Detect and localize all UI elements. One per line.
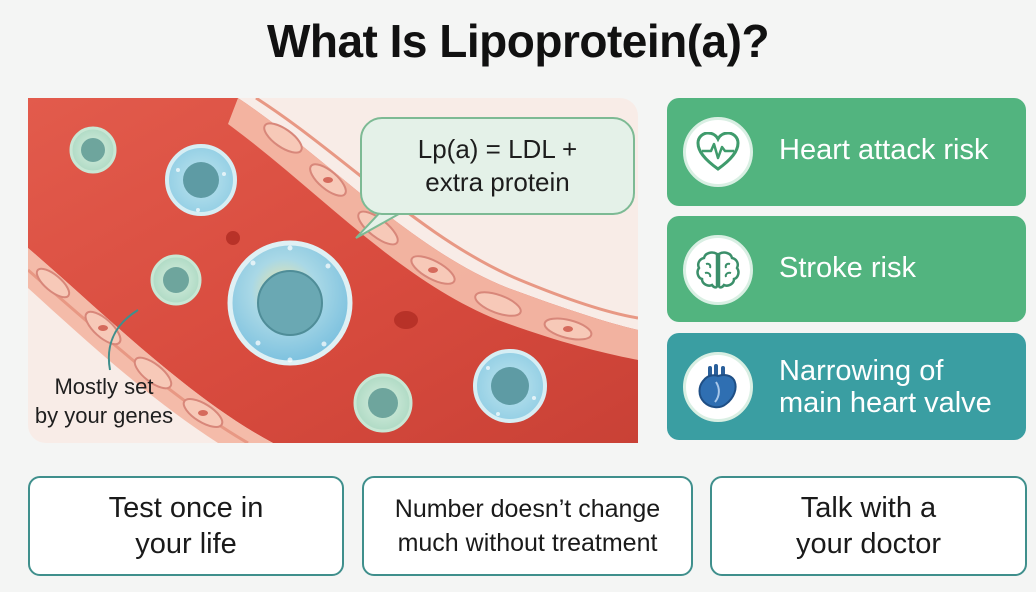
risk-card-valve: Narrowing of main heart valve <box>667 333 1026 440</box>
tip-box-number-stable: Number doesn’t change much without treat… <box>362 476 693 576</box>
tip-line-1: Talk with a <box>800 492 937 524</box>
genes-label: Mostly set by your genes <box>24 372 184 430</box>
lipoprotein-particle-green <box>150 254 202 306</box>
risk-text-line-1: Stroke risk <box>779 252 916 284</box>
lipoprotein-particle-large <box>227 240 353 366</box>
risk-text-line-1: Heart attack risk <box>779 134 989 166</box>
tip-line-2: your life <box>135 528 237 560</box>
tip-box-test-once: Test once in your life <box>28 476 344 576</box>
tip-box-talk-doctor: Talk with a your doctor <box>710 476 1027 576</box>
lipoprotein-particle-small-green <box>69 126 117 174</box>
lipoprotein-particle-bottom-blue <box>473 349 547 423</box>
tip-line-2: your doctor <box>795 528 942 560</box>
risk-text-line-2: main heart valve <box>779 387 992 419</box>
tip-line-1: Number doesn’t change <box>394 495 661 523</box>
brain-icon <box>683 235 753 305</box>
page-title: What Is Lipoprotein(a)? <box>266 15 770 67</box>
bubble-line-2: extra protein <box>425 167 570 197</box>
bubble-line-1: Lp(a) = LDL + <box>417 134 578 164</box>
lpa-definition-bubble: Lp(a) = LDL + extra protein <box>360 117 635 215</box>
lipoprotein-particle-bottom-green <box>353 373 413 433</box>
heart-pulse-icon <box>683 117 753 187</box>
tip-line-2: much without treatment <box>397 529 658 557</box>
anatomical-heart-icon <box>683 352 753 422</box>
genes-line-1: Mostly set <box>54 374 154 399</box>
lipoprotein-particle-blue <box>165 144 237 216</box>
risk-card-heart-attack: Heart attack risk <box>667 98 1026 206</box>
risk-text-line-1: Narrowing of <box>779 355 944 387</box>
risk-card-stroke: Stroke risk <box>667 216 1026 322</box>
tip-line-1: Test once in <box>108 492 264 524</box>
genes-line-2: by your genes <box>34 403 174 428</box>
